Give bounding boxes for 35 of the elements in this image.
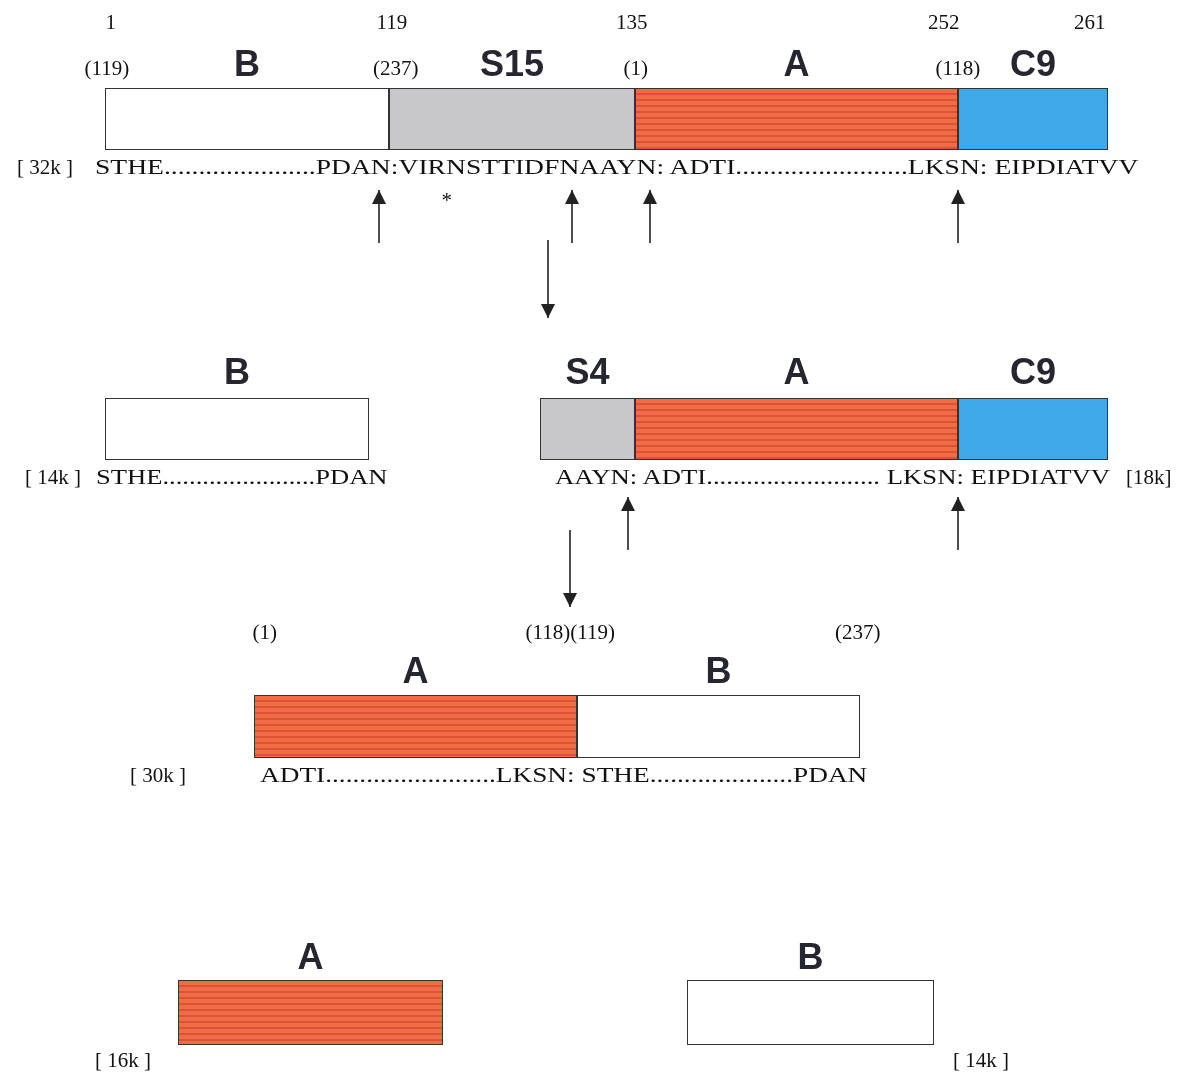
residue-number: 135	[616, 10, 648, 34]
segment-label: C9	[1010, 45, 1056, 83]
segment-label: S15	[479, 45, 545, 83]
residue-number: (237)	[373, 56, 419, 80]
residue-number: (118)(119)	[525, 620, 615, 644]
segment-label: B	[705, 652, 732, 690]
molecular-mass: [ 14k ]	[953, 1048, 1009, 1072]
residue-number: (119)	[84, 56, 130, 80]
segment-label: A	[402, 652, 429, 690]
molecular-mass: [18k]	[1126, 465, 1172, 489]
segment-label: A	[783, 45, 810, 83]
segment-label: C9	[1010, 353, 1056, 391]
residue-number: 119	[376, 10, 408, 34]
residue-number: (1)	[252, 620, 277, 644]
segment-label: A	[297, 938, 324, 976]
sequence-text: STHE.......................PDAN	[96, 465, 388, 489]
sequence-text: STHE......................PDAN:VIRNSTTIDFNAAYN: ADTI.........................LKSN: EIPDIATVV	[95, 155, 1139, 179]
asterisk-mark: *	[441, 188, 452, 212]
residue-number: 1	[105, 10, 116, 34]
residue-number: 261	[1074, 10, 1106, 34]
residue-number: 252	[928, 10, 960, 34]
segment-label: B	[234, 45, 260, 83]
residue-number: (237)	[835, 620, 881, 644]
residue-number: (1)	[623, 56, 648, 80]
segment-label: B	[797, 938, 824, 976]
molecular-mass: [ 14k ]	[25, 465, 81, 489]
sequence-text: AAYN: ADTI.......................... LKSN: EIPDIATVV	[555, 465, 1111, 489]
segment-label: A	[783, 353, 810, 391]
molecular-mass: [ 16k ]	[95, 1048, 151, 1072]
residue-number: (118)	[935, 56, 981, 80]
segment-label: S4	[565, 353, 610, 391]
segment-label: B	[224, 353, 250, 391]
sequence-text: ADTI.........................LKSN: STHE.....................PDAN	[260, 763, 868, 787]
molecular-mass: [ 30k ]	[130, 763, 186, 787]
molecular-mass: [ 32k ]	[17, 155, 73, 179]
